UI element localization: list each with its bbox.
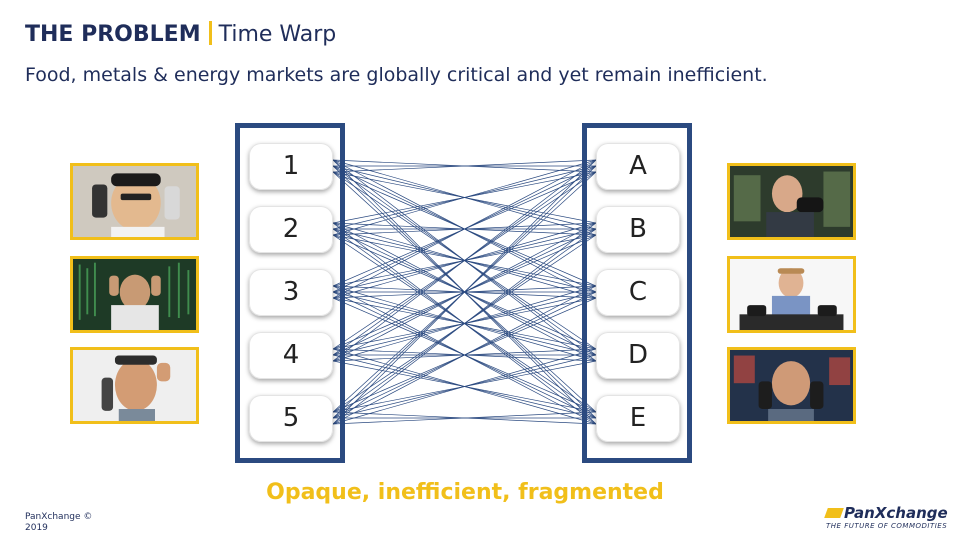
yelling-trader-phone-photo bbox=[727, 163, 856, 240]
left-node-4: 4 bbox=[249, 332, 333, 379]
title-bold: THE PROBLEM bbox=[25, 22, 201, 47]
copyright: PanXchange © 2019 bbox=[25, 512, 105, 534]
connection-line bbox=[332, 159, 597, 362]
logo-mark-icon bbox=[824, 508, 844, 518]
overwhelmed-trader-phones-photo bbox=[727, 256, 856, 333]
panicked-trader-phone-photo bbox=[70, 347, 199, 424]
logo-tagline: THE FUTURE OF COMMODITIES bbox=[826, 522, 948, 530]
left-node-2: 2 bbox=[249, 206, 333, 253]
connection-line bbox=[332, 285, 597, 425]
title-divider bbox=[208, 21, 212, 45]
right-node-d: D bbox=[596, 332, 680, 379]
connection-line bbox=[332, 411, 597, 425]
stressed-trader-screens-photo bbox=[70, 256, 199, 333]
right-node-b: B bbox=[596, 206, 680, 253]
left-node-3: 3 bbox=[249, 269, 333, 316]
tagline: Opaque, inefficient, fragmented bbox=[266, 480, 664, 505]
connection-line bbox=[332, 222, 597, 425]
right-node-e: E bbox=[596, 395, 680, 442]
slide-subtitle: Food, metals & energy markets are global… bbox=[25, 64, 768, 86]
connection-line bbox=[332, 159, 597, 173]
right-node-a: A bbox=[596, 143, 680, 190]
logo-name: PanXchange bbox=[844, 504, 948, 522]
left-node-1: 1 bbox=[249, 143, 333, 190]
connection-line bbox=[332, 159, 597, 425]
copyright-line-1: PanXchange © bbox=[25, 512, 93, 522]
trader-two-phones-photo bbox=[70, 163, 199, 240]
left-node-5: 5 bbox=[249, 395, 333, 442]
slide-title: THE PROBLEM Time Warp bbox=[25, 20, 336, 50]
copyright-line-2: 2019 bbox=[25, 523, 48, 533]
connection-line bbox=[332, 348, 597, 425]
panxchange-logo: PanXchange THE FUTURE OF COMMODITIES bbox=[824, 504, 951, 530]
connection-line bbox=[332, 159, 597, 299]
title-rest: Time Warp bbox=[218, 22, 337, 47]
trader-screens-phones-photo bbox=[727, 347, 856, 424]
connection-line bbox=[332, 159, 597, 236]
right-node-c: C bbox=[596, 269, 680, 316]
